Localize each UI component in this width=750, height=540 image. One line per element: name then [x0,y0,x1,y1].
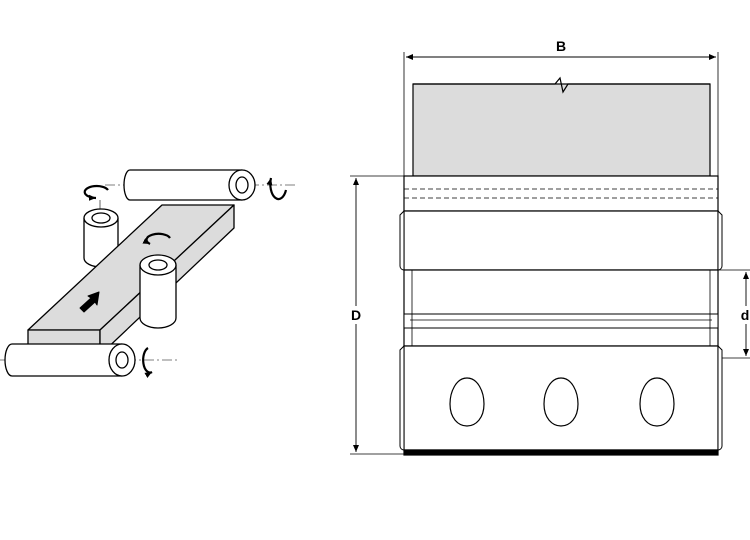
curved-rotation-arrow-icon [142,347,153,379]
curved-rotation-arrow-icon [83,184,109,201]
mounting-slots [449,377,675,427]
curved-rotation-arrow-icon [142,232,171,245]
front-view-drawing [350,52,750,456]
surface-panel [412,76,711,177]
bore-label: d [741,307,750,323]
back-vertical-roller [83,208,119,268]
curved-rotation-arrow-icon [266,177,288,201]
base-strip [403,449,719,456]
housing-body [403,210,719,271]
roller-assembly-illustration [0,169,295,379]
bottom-roller [4,343,136,377]
height-label: D [351,307,361,323]
workpiece-bar [27,204,235,356]
top-band [403,175,719,212]
front-vertical-roller [139,254,177,329]
extension-lines [350,52,750,455]
arrow-up-right-icon [79,291,100,313]
roller-section [403,269,719,347]
width-label: B [556,38,566,54]
top-roller [123,169,256,201]
